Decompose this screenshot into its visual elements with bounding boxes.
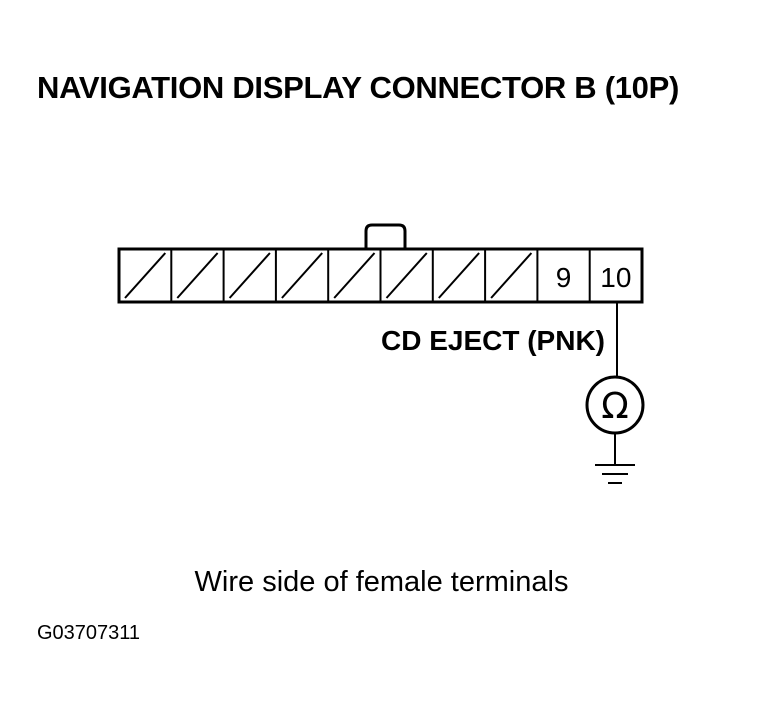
ground-symbol-icon [595,464,635,484]
terminal-cells: 9 10 [124,249,631,302]
connector-latch-icon [364,223,407,249]
unused-terminal-1 [124,252,167,299]
unused-terminal-3 [228,252,271,299]
diagram-title: NAVIGATION DISPLAY CONNECTOR B (10P) [37,70,680,105]
unused-terminal-2 [176,252,219,299]
wire-label: CD EJECT (PNK) [381,325,605,356]
terminal-9-label: 9 [556,262,572,293]
unused-terminal-6 [385,252,428,299]
caption: Wire side of female terminals [194,566,569,598]
unused-terminal-5 [333,252,376,299]
unused-terminal-7 [438,252,480,299]
unused-terminal-8 [490,252,533,299]
ohm-symbol: Ω [601,386,629,427]
unused-terminal-4 [281,252,323,299]
terminal-10-label: 10 [600,262,631,293]
figure-code: G03707311 [37,622,141,644]
